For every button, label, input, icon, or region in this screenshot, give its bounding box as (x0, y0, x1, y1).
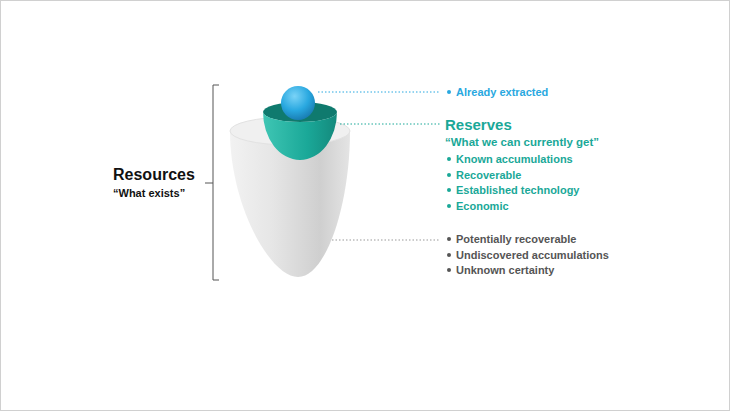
bullet-item: Economic (456, 200, 509, 213)
bullet-item: Known accumulations (456, 153, 573, 166)
bullet-item: Unknown certainty (456, 264, 554, 277)
heading: Resources (113, 166, 195, 184)
bullet-dot (447, 268, 451, 272)
bullet-dot (447, 204, 451, 208)
leader-line (318, 92, 440, 93)
bullet-dot (447, 237, 451, 241)
reserves-cup (263, 112, 337, 160)
extracted-sphere (281, 86, 315, 120)
bullet-dot (447, 157, 451, 161)
bullet-item: Already extracted (456, 86, 548, 99)
bullet-item: Potentially recoverable (456, 233, 576, 246)
subheading: “What we can currently get” (445, 136, 599, 149)
bracket (205, 85, 219, 280)
bullet-item: Recoverable (456, 169, 521, 182)
leader-line (340, 124, 440, 125)
bullet-item: Established technology (456, 184, 579, 197)
bullet-dot (447, 173, 451, 177)
bullet-dot (447, 253, 451, 257)
subheading: “What exists” (113, 187, 185, 200)
bullet-item: Undiscovered accumulations (456, 249, 609, 262)
bullet-dot (447, 188, 451, 192)
heading: Reserves (445, 116, 512, 133)
leader-line (332, 240, 440, 241)
bullet-dot (447, 90, 451, 94)
